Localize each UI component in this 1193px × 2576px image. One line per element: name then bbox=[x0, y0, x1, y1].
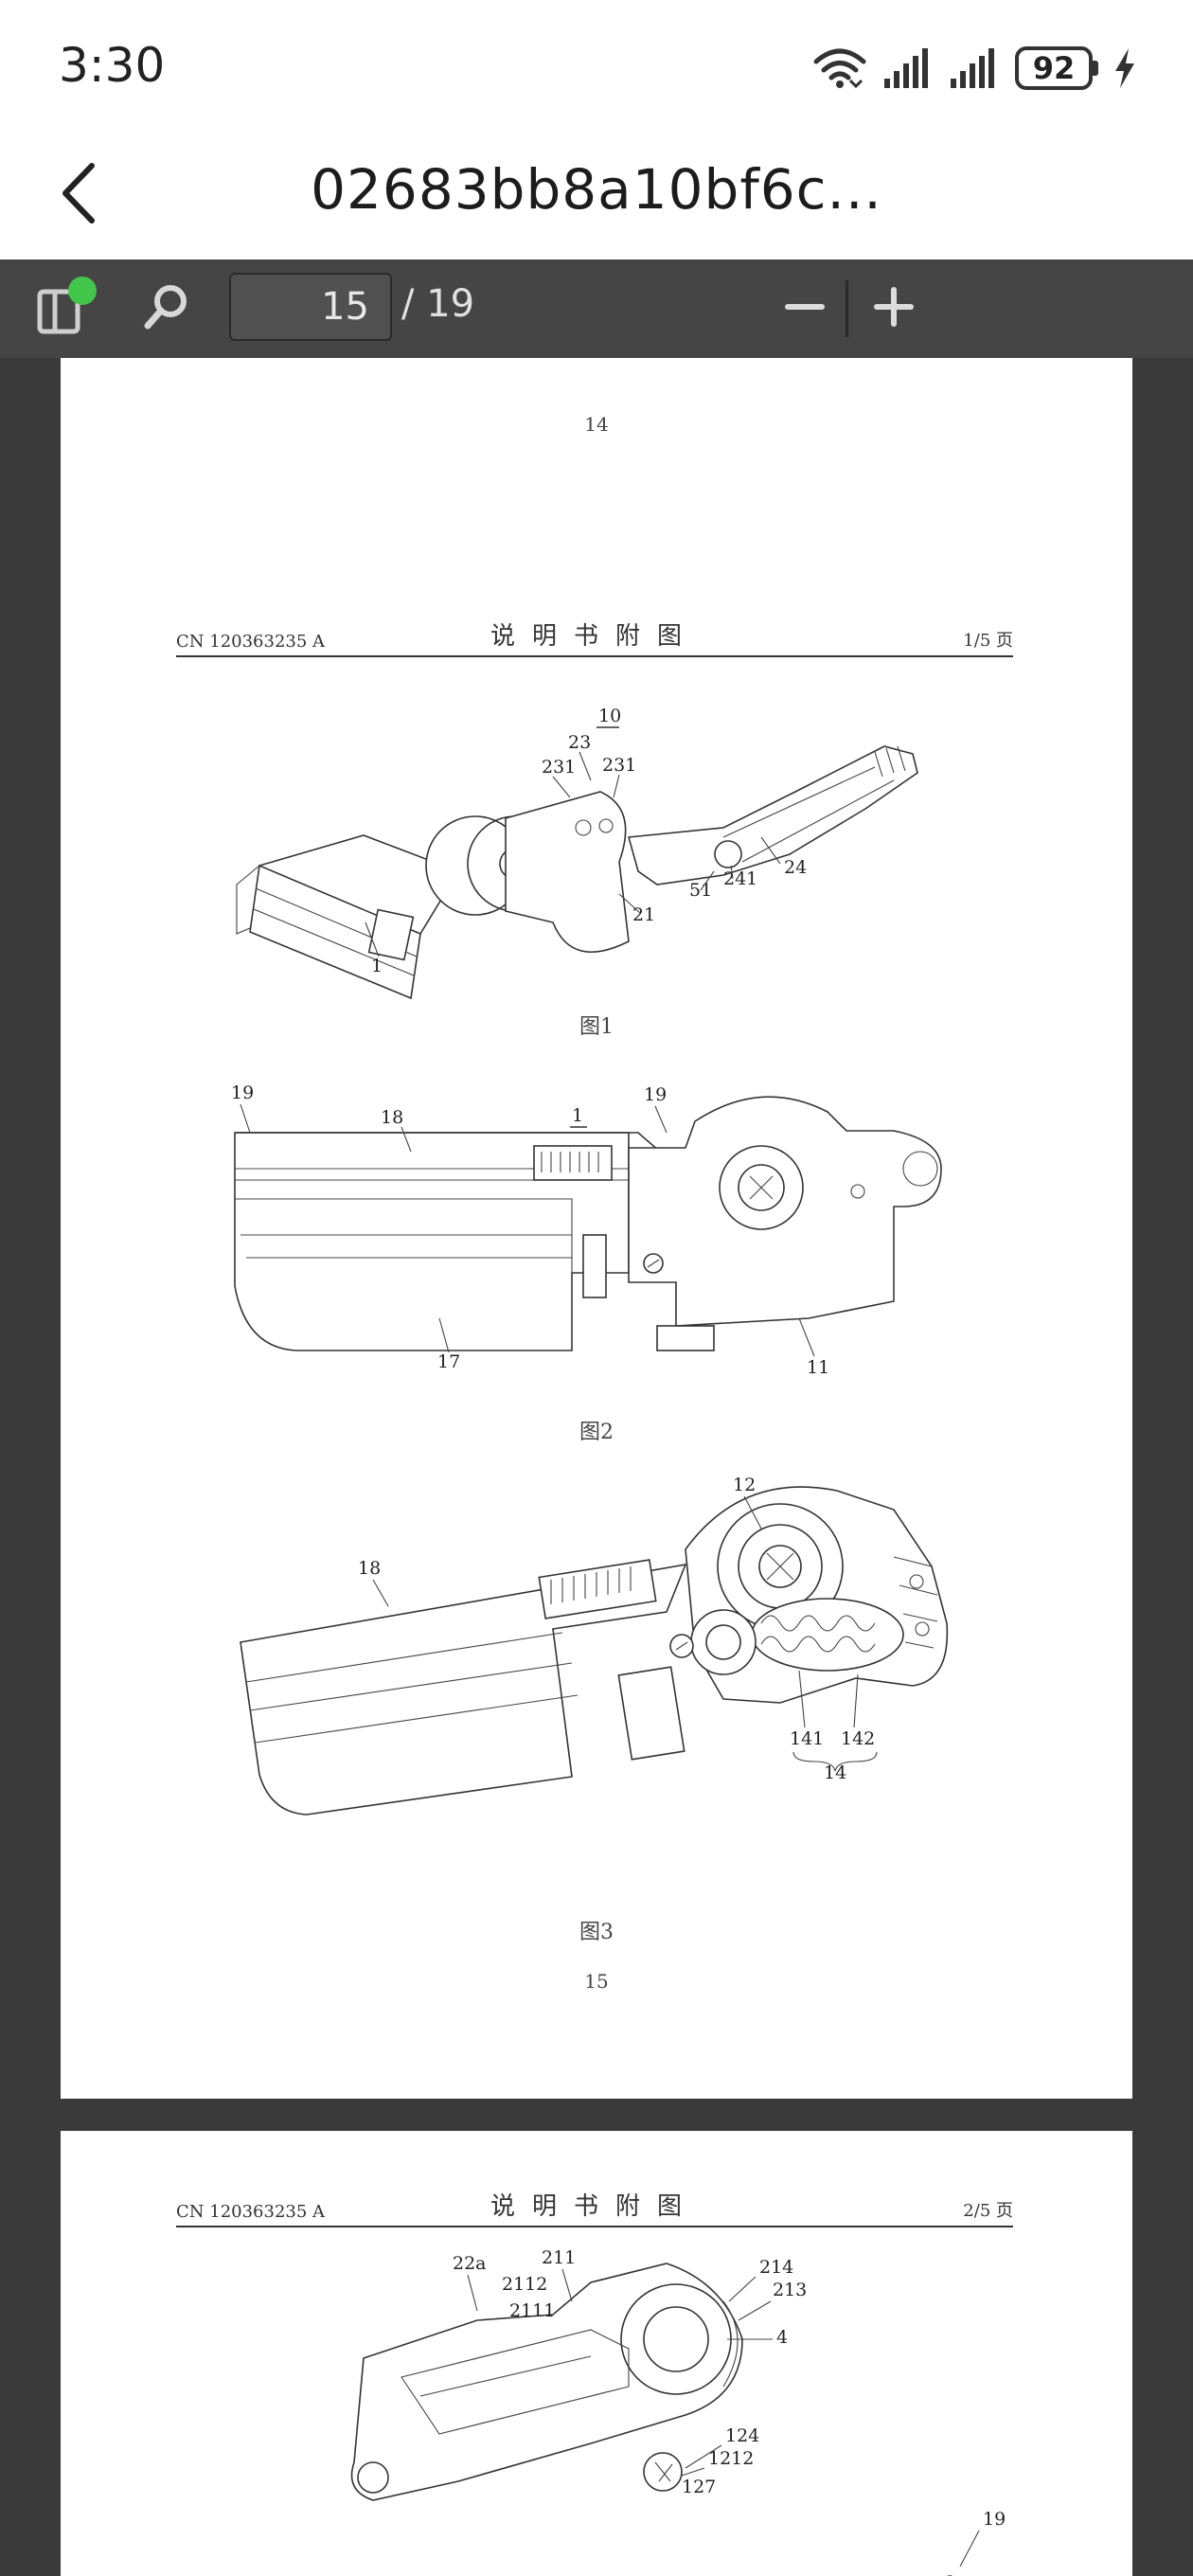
figure-label: 231 bbox=[542, 757, 576, 778]
zoom-divider bbox=[846, 280, 848, 337]
back-button[interactable] bbox=[42, 155, 117, 231]
figure-label: 4 bbox=[776, 2327, 788, 2348]
zoom-in-button[interactable] bbox=[864, 277, 924, 337]
figure-caption: 图2 bbox=[579, 1421, 614, 1444]
figure-label: 213 bbox=[773, 2280, 807, 2300]
figure-caption: 图1 bbox=[579, 1015, 614, 1039]
sheet-number: 2/5 页 bbox=[963, 2201, 1013, 2221]
search-button[interactable] bbox=[138, 278, 205, 339]
charging-bolt-icon bbox=[1115, 48, 1134, 88]
page-total: / 19 bbox=[401, 282, 475, 326]
patent-number: CN 120363235 A bbox=[176, 2202, 326, 2222]
plus-icon bbox=[874, 287, 914, 327]
page-number-input[interactable] bbox=[229, 273, 392, 341]
figure-label: 22a bbox=[453, 2253, 487, 2274]
figure-label: 2112 bbox=[502, 2274, 547, 2295]
figure-label: 211 bbox=[542, 2247, 576, 2268]
figure-label: 23 bbox=[568, 732, 591, 753]
figure-label: 127 bbox=[682, 2477, 716, 2497]
page-header: CN 120363235 A 说明书附图 1/5 页 bbox=[176, 619, 1013, 657]
sheet-number: 1/5 页 bbox=[963, 631, 1013, 651]
chevron-left-icon bbox=[62, 163, 95, 224]
sidebar-panel-icon bbox=[37, 289, 80, 334]
notification-dot bbox=[68, 277, 97, 305]
pdf-page-15: CN 120363235 A 说明书附图 1/5 页 bbox=[61, 581, 1132, 2099]
title-bar: 02683bb8a10bf6c... bbox=[0, 133, 1193, 259]
figure-label: 24 bbox=[784, 857, 807, 878]
figure-label: 2111 bbox=[509, 2300, 555, 2321]
section-title: 说明书附图 bbox=[490, 2192, 699, 2221]
battery-level: 92 bbox=[1015, 46, 1093, 90]
figure-label: 10 bbox=[598, 706, 621, 726]
figure-label: 141 bbox=[790, 1728, 824, 1749]
battery-icon: 92 bbox=[1015, 46, 1098, 90]
figure-label: 124 bbox=[725, 2425, 759, 2446]
patent-number: CN 120363235 A bbox=[176, 632, 326, 652]
figure-label: 214 bbox=[759, 2257, 793, 2278]
page-number-text: 14 bbox=[584, 413, 609, 436]
page-header: CN 120363235 A 说明书附图 2/5 页 bbox=[176, 2190, 1013, 2227]
minus-icon bbox=[785, 304, 825, 310]
figure-label: 14 bbox=[824, 1762, 846, 1783]
figure-label: 11 bbox=[807, 1357, 829, 1378]
thumbnails-button[interactable] bbox=[34, 278, 102, 339]
page-number-text: 15 bbox=[584, 1970, 609, 1993]
figure-3-drawing: 12 18 141 142 14 17 bbox=[240, 1475, 949, 1816]
figure-label: 1 bbox=[572, 1105, 583, 1126]
status-time: 3:30 bbox=[59, 38, 166, 93]
search-icon bbox=[144, 285, 187, 330]
document-title: 02683bb8a10bf6c... bbox=[311, 157, 882, 222]
figure-label: 142 bbox=[841, 1728, 875, 1749]
pdf-page-16: CN 120363235 A 说明书附图 2/5 页 22a 211 2112 bbox=[61, 2131, 1132, 2576]
pdf-viewer[interactable]: 14 CN 120363235 A 说明书附图 1/5 页 bbox=[0, 358, 1193, 2576]
figure-label: 241 bbox=[723, 868, 757, 889]
figure-label: 1 bbox=[371, 956, 383, 976]
section-title: 说明书附图 bbox=[490, 622, 699, 651]
figure-label: 18 bbox=[358, 1558, 381, 1579]
figure-4-drawing: 22a 211 2112 2111 214 213 4 124 1212 127… bbox=[350, 2247, 1006, 2576]
battery-tip bbox=[1093, 61, 1098, 76]
figure-1-drawing: 10 23 231 231 24 241 51 21 1 bbox=[236, 706, 918, 1000]
status-icons: 92 bbox=[812, 42, 1136, 95]
figure-label: 19 bbox=[644, 1084, 667, 1105]
figure-label: 21 bbox=[632, 904, 655, 925]
zoom-out-button[interactable] bbox=[775, 277, 835, 337]
figure-label: 1212 bbox=[708, 2448, 754, 2469]
figure-label: 19 bbox=[983, 2509, 1006, 2530]
figure-label: 12 bbox=[733, 1475, 756, 1495]
wifi-icon bbox=[813, 48, 866, 89]
figure-label: 231 bbox=[602, 755, 636, 776]
figure-label: 19 bbox=[231, 1082, 254, 1103]
figure-label: 17 bbox=[437, 1351, 460, 1372]
status-bar: 3:30 92 bbox=[0, 0, 1193, 133]
figure-caption: 图3 bbox=[579, 1921, 614, 1944]
pdf-toolbar: / 19 bbox=[0, 259, 1193, 358]
figure-2-drawing: 19 18 1 19 17 11 bbox=[231, 1082, 942, 1378]
figure-label: 18 bbox=[381, 1107, 403, 1128]
signal-icon bbox=[951, 48, 994, 88]
signal-icon bbox=[884, 48, 928, 88]
